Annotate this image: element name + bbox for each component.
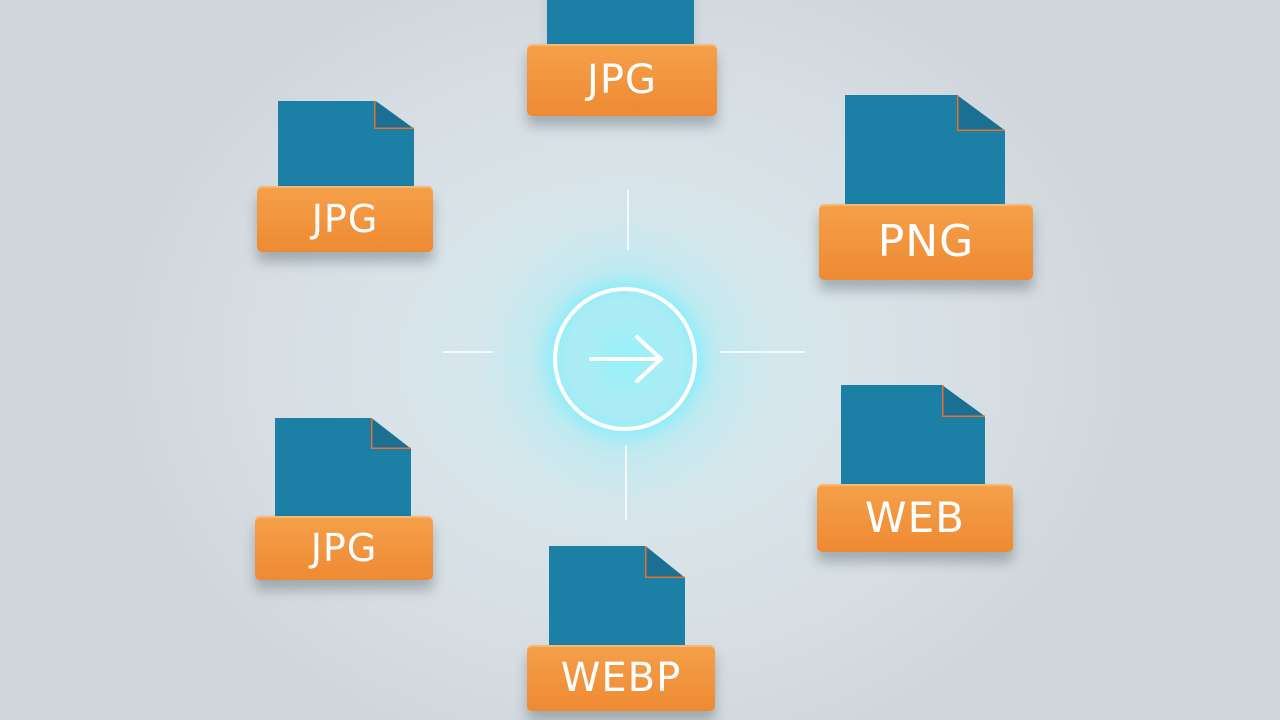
convert-button[interactable] <box>553 287 697 431</box>
crosshair-line-bottom <box>625 445 627 520</box>
arrow-right-icon <box>589 335 663 383</box>
file-item-jpg-top[interactable]: JPG <box>527 0 717 120</box>
file-label: JPG <box>527 44 717 116</box>
file-fold <box>374 101 414 129</box>
file-item-jpg-upper-left[interactable]: JPG <box>257 100 433 256</box>
file-fold <box>645 546 685 578</box>
file-item-webp[interactable]: WEBP <box>527 545 715 715</box>
file-label: WEB <box>817 484 1013 552</box>
file-icon <box>547 0 694 48</box>
file-label: JPG <box>257 186 433 252</box>
file-fold <box>371 418 411 449</box>
file-label: JPG <box>255 516 433 580</box>
file-item-jpg-lower-left[interactable]: JPG <box>255 417 433 583</box>
file-item-web[interactable]: WEB <box>817 384 1013 554</box>
crosshair-line-right <box>720 351 805 353</box>
file-fold <box>957 95 1005 131</box>
crosshair-line-top <box>627 190 629 250</box>
file-label: WEBP <box>527 645 715 711</box>
file-fold <box>942 385 985 417</box>
file-item-png[interactable]: PNG <box>819 94 1033 284</box>
file-label: PNG <box>819 204 1033 280</box>
crosshair-line-left <box>443 351 493 353</box>
